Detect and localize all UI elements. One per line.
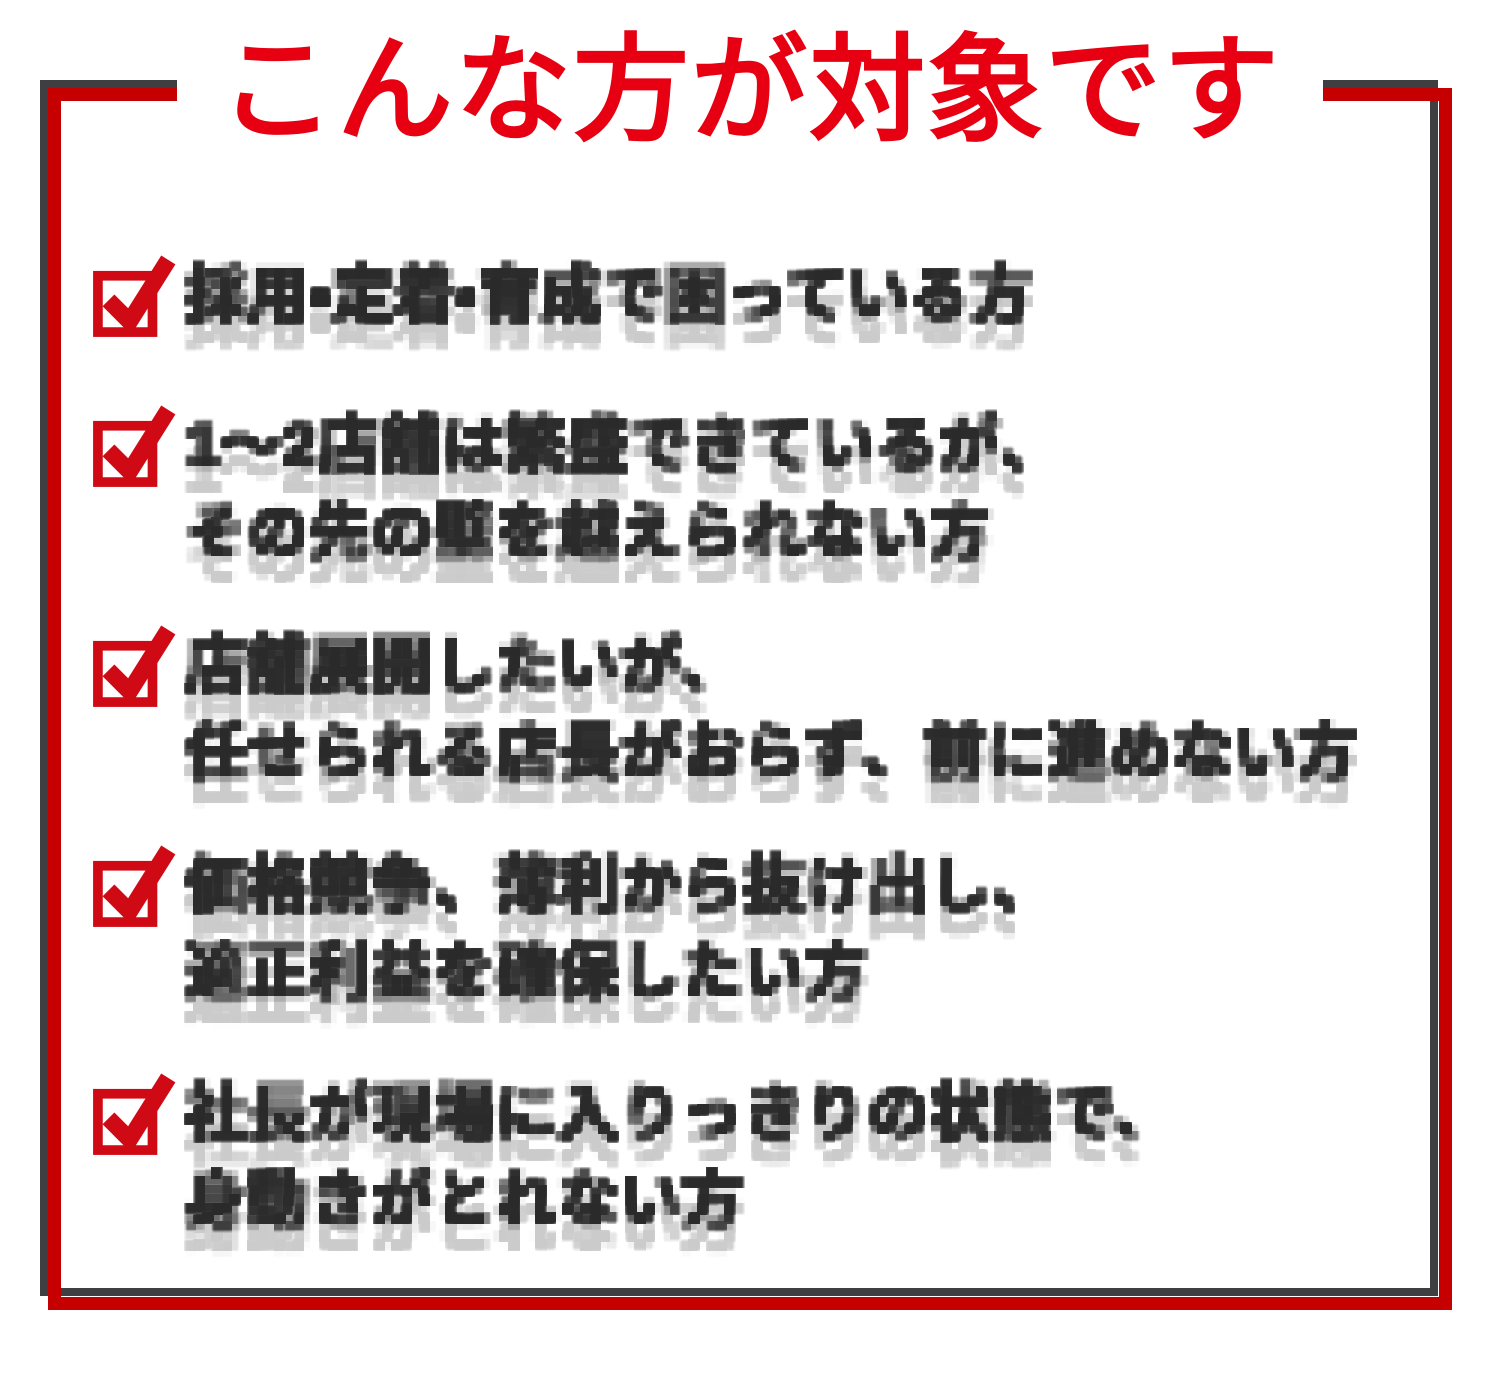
checkbox-checked-icon [93,845,176,927]
checklist-item: 採用・定着・育成で困っている方 [90,252,1034,340]
item-text: 店舗展開したいが、 任せられる店長がおらず、前に進めない方 [186,632,1359,786]
title-band: こんな方が対象です [0,20,1500,165]
checkbox-checked-icon [93,405,176,487]
item-text-wrap: 社長が現場に入りっきりの状態で、 身動きがとれない方 [186,1070,1176,1244]
checkbox-checked-icon [93,1073,176,1155]
checklist-item: 店舗展開したいが、 任せられる店長がおらず、前に進めない方 [90,622,1359,796]
item-text: 採用・定着・育成で困っている方 [186,262,1034,329]
item-text-wrap: 価格競争、薄利から抜け出し、 適正利益を確保したい方 [186,842,1054,1016]
page-title: こんな方が対象です [177,20,1323,165]
item-text-wrap: 採用・定着・育成で困っている方 [186,252,1034,339]
checklist-item: 1〜2店舗は繁盛できているが、 その先の壁を越えられない方 [90,402,1062,576]
checkbox-checked-icon [93,625,176,707]
item-text: 価格競争、薄利から抜け出し、 適正利益を確保したい方 [186,852,1054,1006]
item-text: 1〜2店舗は繁盛できているが、 その先の壁を越えられない方 [186,412,1062,566]
checklist-item: 価格競争、薄利から抜け出し、 適正利益を確保したい方 [90,842,1054,1016]
item-text: 社長が現場に入りっきりの状態で、 身動きがとれない方 [186,1080,1176,1234]
item-text-wrap: 1〜2店舗は繁盛できているが、 その先の壁を越えられない方 [186,402,1062,576]
checklist-item: 社長が現場に入りっきりの状態で、 身動きがとれない方 [90,1070,1176,1244]
item-text-wrap: 店舗展開したいが、 任せられる店長がおらず、前に進めない方 [186,622,1359,796]
checkbox-checked-icon [93,255,176,337]
